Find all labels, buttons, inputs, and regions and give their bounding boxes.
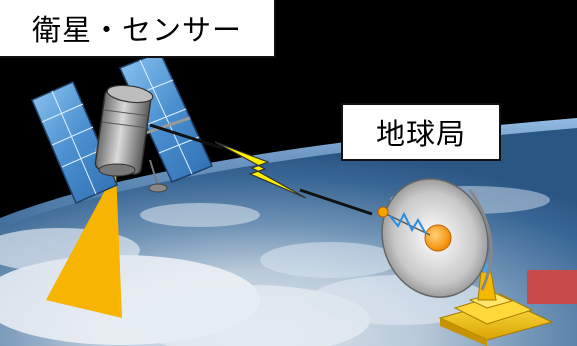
station-base [438,263,554,346]
dish-center [424,224,452,252]
red-block [527,270,577,304]
label-ground-station: 地球局 [341,103,501,161]
ground-station [377,178,554,346]
solar-panel-left [31,81,118,204]
satellite-body [94,84,154,177]
parabolic-dish [377,178,493,298]
label-satellite-sensor: 衛星・センサー [0,0,276,58]
label-satellite-text: 衛星・センサー [31,13,242,47]
sensor-beam [46,170,122,318]
signal-link [149,123,373,216]
lightning-bolt-icon [214,141,307,199]
label-ground-text: 地球局 [375,117,466,151]
feed-horn [377,206,389,218]
